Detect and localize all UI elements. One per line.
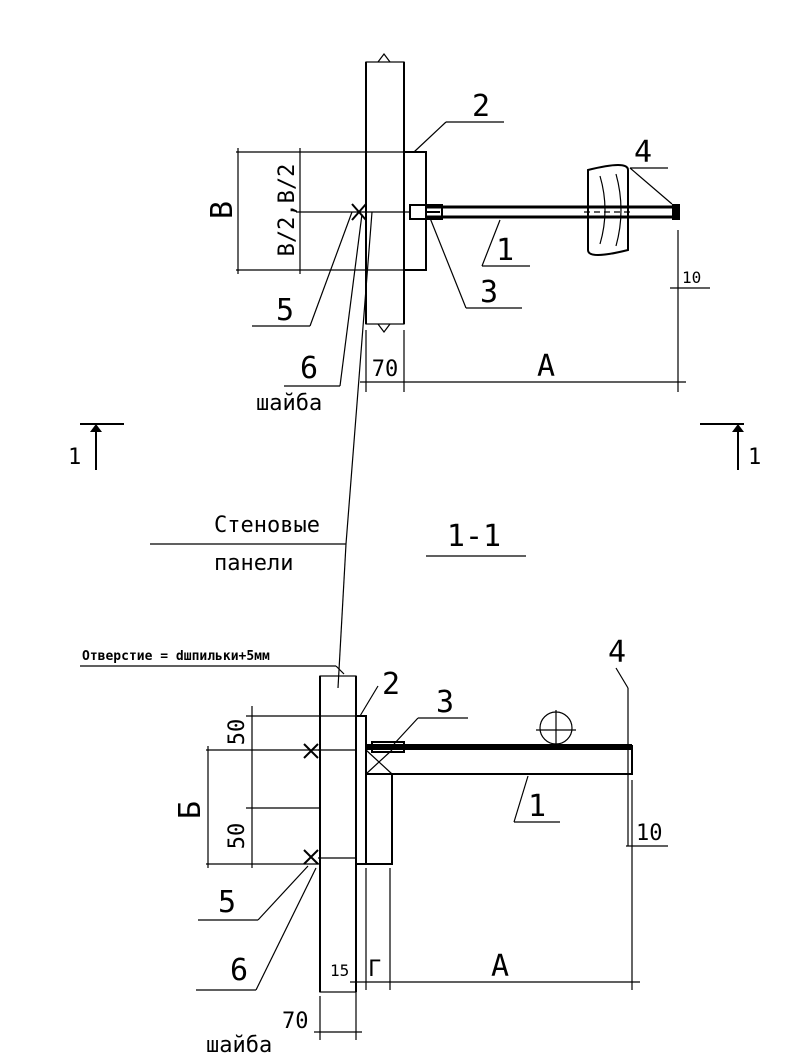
dim-offset-10: 10	[682, 268, 701, 287]
dim-inner-15: 15	[330, 961, 349, 980]
part-4-b: 4	[608, 635, 626, 670]
part-4: 4	[634, 135, 652, 170]
section-marks: 1 1 1-1	[68, 423, 761, 557]
dim-wall-70: 70	[372, 357, 399, 382]
dim-wall-70-b: 70	[282, 1009, 309, 1034]
dim-bottom-50: 50	[225, 823, 250, 850]
pipe-symbol	[584, 164, 632, 256]
part-2-b: 2	[382, 667, 400, 702]
part-6: 6	[300, 351, 318, 386]
dim-offset-10-b: 10	[636, 821, 663, 846]
wall-callout-line1: Стеновые	[214, 513, 320, 538]
bottom-view: Отверстие = dшпильки+5мм Б 50 50	[80, 635, 668, 1058]
part-5: 5	[276, 293, 294, 328]
dim-height-b: Б	[173, 801, 208, 819]
part-3: 3	[480, 275, 498, 310]
section-mark-left: 1	[68, 445, 81, 470]
dim-gap-g: Г	[368, 957, 381, 982]
dim-length-a: А	[537, 349, 555, 384]
part-1-b: 1	[528, 789, 546, 824]
section-title: 1-1	[447, 519, 501, 554]
top-view: В В/2,В/2 70 А 10 2 1 3 4 5 6 шайба	[205, 53, 710, 416]
part-6-b: 6	[230, 953, 248, 988]
part-3-b: 3	[436, 685, 454, 720]
bottom-bracket	[365, 745, 633, 775]
top-plate	[403, 151, 427, 271]
washer-label-top: шайба	[256, 391, 322, 416]
dim-half-v: В/2,В/2	[275, 164, 300, 257]
wall-callout-line2: панели	[214, 551, 293, 576]
dim-top-50: 50	[225, 719, 250, 746]
wall-callout: Стеновые панели	[150, 211, 373, 689]
dim-height-v: В	[205, 201, 240, 219]
hole-note: Отверстие = dшпильки+5мм	[82, 649, 270, 664]
bottom-wall-panel	[319, 675, 357, 993]
dim-length-a-b: А	[491, 949, 509, 984]
washer-label-bottom: шайба	[206, 1033, 272, 1058]
top-wall-panel	[365, 61, 405, 325]
part-1: 1	[496, 233, 514, 268]
section-mark-right: 1	[748, 445, 761, 470]
part-2: 2	[472, 89, 490, 124]
bottom-plate	[355, 715, 367, 865]
part-5-b: 5	[218, 885, 236, 920]
